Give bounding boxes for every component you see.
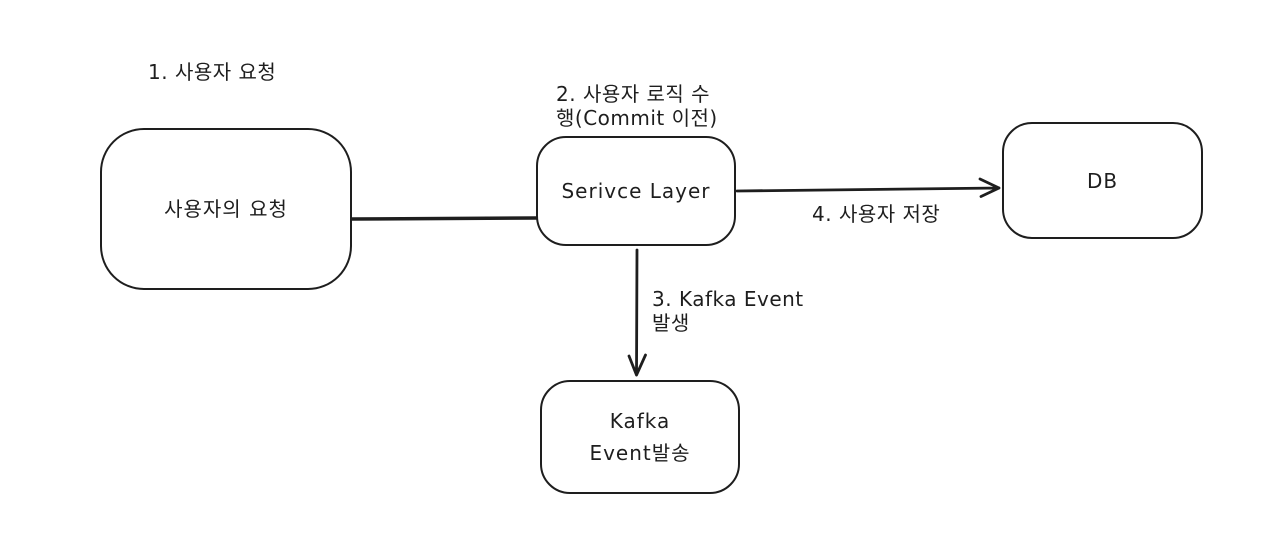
annotation-step2-user-logic: 2. 사용자 로직 수 행(Commit 이전) — [556, 82, 718, 130]
node-user-request-label: 사용자의 요청 — [164, 197, 288, 221]
node-service-layer-label: Serivce Layer — [561, 179, 711, 203]
node-service-layer: Serivce Layer — [536, 136, 736, 246]
edge-service-layer-to-kafka-arrow — [627, 248, 647, 377]
edge-user-request-to-service-layer — [350, 216, 538, 221]
annotation-step4-user-save: 4. 사용자 저장 — [812, 202, 941, 226]
annotation-step1-user-request: 1. 사용자 요청 — [148, 60, 277, 84]
node-db-label: DB — [1086, 168, 1119, 193]
node-kafka-label: Kafka Event발송 — [589, 409, 691, 465]
node-kafka: Kafka Event발송 — [540, 380, 740, 494]
annotation-step3-kafka-event: 3. Kafka Event 발생 — [652, 287, 804, 335]
node-db: DB — [1002, 122, 1203, 239]
node-user-request: 사용자의 요청 — [100, 128, 352, 290]
edge-service-layer-to-db-arrow — [735, 177, 1001, 198]
